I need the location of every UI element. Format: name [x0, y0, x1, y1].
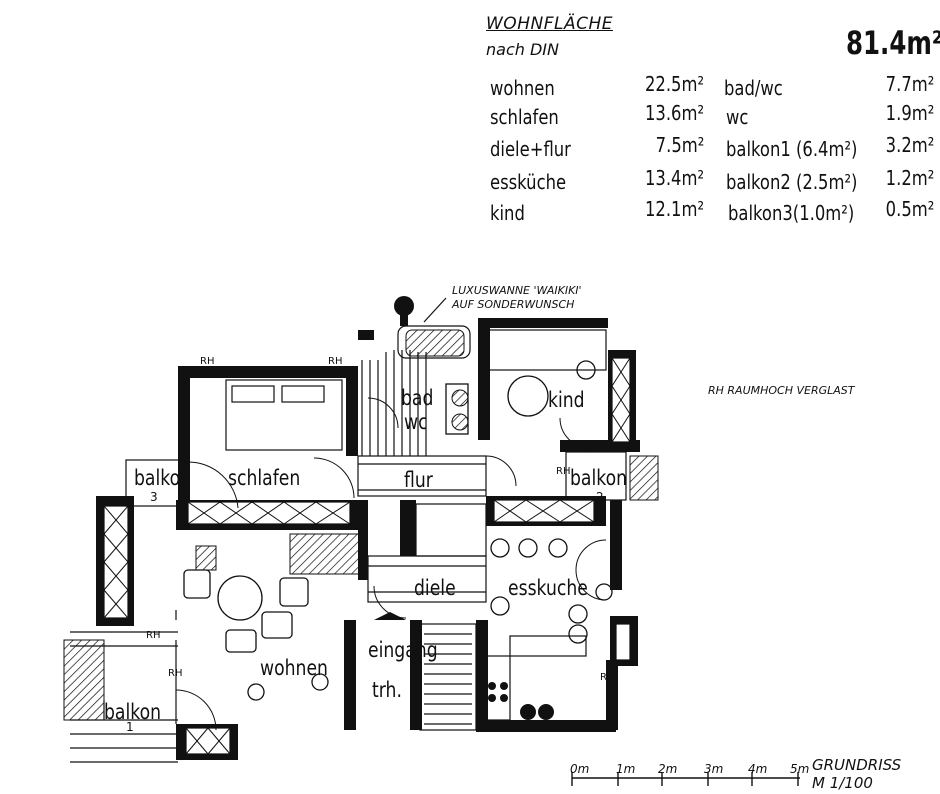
room-label-wohnen: wohnen — [260, 656, 328, 680]
room-label-diele: diele — [414, 576, 456, 600]
scale-tick-3: 3m — [704, 762, 724, 776]
stove — [374, 296, 554, 720]
rh-mark: RH — [328, 356, 343, 367]
area-name-schlafen: schlafen — [490, 105, 559, 129]
area-name-esskuche: essküche — [490, 170, 567, 194]
area-value-wc: 1.9m² — [885, 101, 934, 125]
furniture — [183, 360, 613, 701]
room-label-balkon2: balkon — [570, 466, 628, 490]
room-label-balkon3-num: 3 — [150, 490, 158, 504]
rh-legend: RH RAUMHOCH VERGLAST — [708, 384, 855, 397]
area-name-balkon2: balkon2 (2.5m²) — [726, 170, 858, 194]
room-label-schlafen: schlafen — [228, 466, 301, 490]
area-value-bad-wc: 7.7m² — [885, 72, 934, 96]
area-name-balkon1: balkon1 (6.4m²) — [726, 137, 858, 161]
room-label-eingang: eingang — [368, 638, 438, 662]
area-name-diele-flur: diele+flur — [490, 137, 571, 161]
hatched-elements — [63, 329, 659, 721]
luxus-note-2: AUF SONDERWUNSCH — [452, 298, 575, 311]
scale-tick-2: 2m — [658, 762, 678, 776]
area-name-wohnen: wohnen — [490, 76, 555, 100]
room-label-kind: kind — [548, 388, 585, 412]
area-value-diele-flur: 7.5m² — [655, 133, 704, 157]
scale-title: GRUNDRISS — [812, 756, 902, 774]
rh-mark: RH — [146, 630, 161, 641]
rh-mark: RH — [600, 672, 615, 683]
room-label-wc: wc — [404, 410, 428, 434]
room-label-bad: bad — [401, 386, 434, 410]
room-label-esskuche: esskuche — [508, 576, 588, 600]
rh-mark: RH — [556, 466, 571, 477]
scale-tick-0: 0m — [570, 762, 590, 776]
rh-mark: RH — [168, 668, 183, 679]
scale-tick-5: 5m — [790, 762, 810, 776]
area-name-balkon3: balkon3(1.0m²) — [728, 201, 855, 225]
room-label-balkon2-num: 2 — [596, 490, 604, 504]
area-value-balkon2: 1.2m² — [885, 166, 934, 190]
area-value-schlafen: 13.6m² — [644, 101, 704, 125]
scale-bar — [571, 772, 800, 786]
area-value-balkon1: 3.2m² — [885, 133, 934, 157]
area-value-esskuche: 13.4m² — [644, 166, 704, 190]
area-table-title: WOHNFLÄCHE — [486, 14, 613, 34]
area-table-subtitle: nach DIN — [486, 40, 559, 59]
total-area: 81.4m² — [846, 24, 940, 62]
area-value-kind: 12.1m² — [644, 197, 704, 221]
scale-ratio: M 1/100 — [812, 774, 873, 792]
room-label-flur: flur — [404, 468, 433, 492]
area-name-kind: kind — [490, 201, 525, 225]
area-value-balkon3: 0.5m² — [885, 197, 934, 221]
room-label-balkon1-num: 1 — [126, 720, 134, 734]
area-name-wc: wc — [726, 105, 749, 129]
room-label-balkon1: balkon — [104, 700, 162, 724]
room-label-trh: trh. — [372, 678, 402, 702]
scale-tick-1: 1m — [616, 762, 636, 776]
area-name-bad-wc: bad/wc — [724, 76, 783, 100]
scale-tick-4: 4m — [748, 762, 768, 776]
luxus-note-1: LUXUSWANNE 'WAIKIKI' — [452, 284, 582, 297]
rh-mark: RH — [200, 356, 215, 367]
area-value-wohnen: 22.5m² — [644, 72, 704, 96]
room-label-balkon3: balkon — [134, 466, 192, 490]
